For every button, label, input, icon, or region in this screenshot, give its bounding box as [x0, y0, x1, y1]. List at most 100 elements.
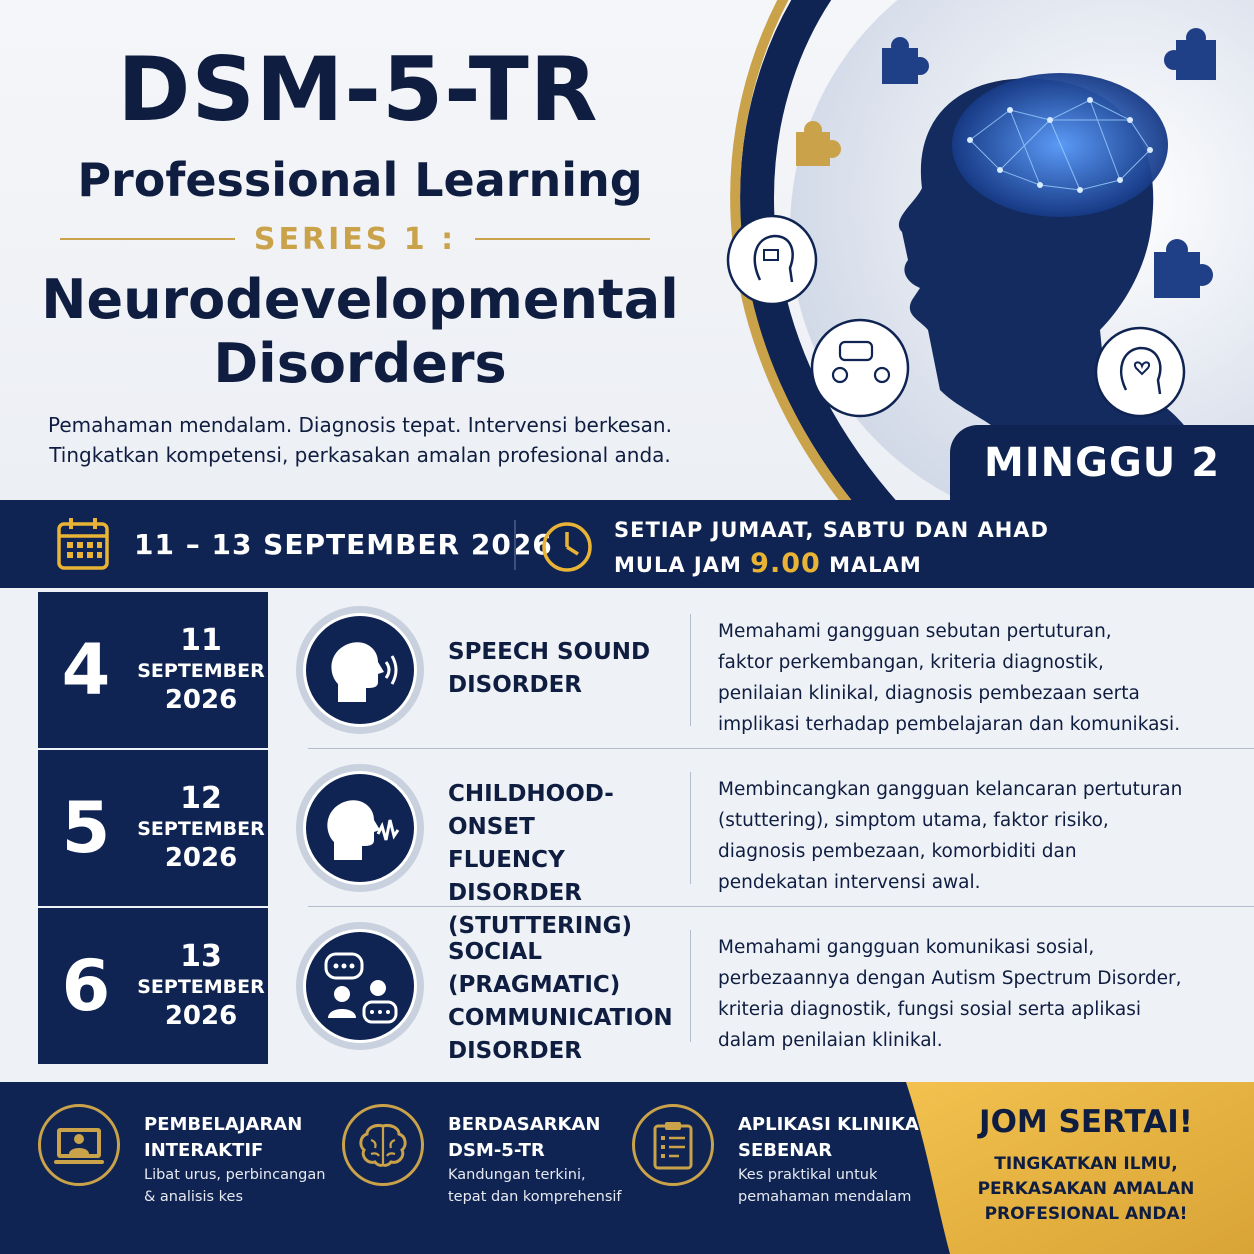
feature-text-line: pemahaman mendalam [738, 1189, 912, 1205]
sessions-section: 4 11 SEPTEMBER 2026 SPEECH SOUND DISORDE… [0, 588, 1254, 1082]
child-brain-illustration [726, 0, 1254, 500]
session-month: SEPTEMBER [137, 660, 265, 682]
session-row: 4 11 SEPTEMBER 2026 SPEECH SOUND DISORDE… [38, 592, 1254, 749]
feature-heading-line: PEMBELAJARAN [144, 1114, 303, 1135]
session-title-line: DISORDER [448, 1038, 582, 1064]
feature-icon-frame [632, 1104, 714, 1186]
tagline-line-2: Tingkatkan kompetensi, perkasakan amalan… [49, 443, 671, 467]
session-separator [308, 748, 1254, 749]
hero-section: DSM-5-TR Professional Learning SERIES 1 … [0, 0, 1254, 500]
session-date: 11 SEPTEMBER 2026 [134, 592, 268, 748]
cta-panel [906, 1082, 1254, 1254]
session-icon-frame [296, 606, 424, 734]
session-description: Memahami gangguan sebutan pertuturan, fa… [718, 616, 1218, 740]
speech-head-icon [331, 642, 398, 702]
schedule-bar [0, 500, 1254, 588]
session-title-line: FLUENCY DISORDER [448, 847, 582, 906]
schedule-time-highlight: 9.00 [750, 548, 821, 579]
page-subtitle: Professional Learning [77, 153, 643, 207]
session-year: 2026 [164, 1001, 238, 1031]
series-label: SERIES 1 : [253, 222, 457, 257]
session-month: SEPTEMBER [137, 976, 265, 998]
event-dates: 11 – 13 SEPTEMBER 2026 [134, 528, 553, 561]
cta-text: TINGKATKAN ILMU, PERKASAKAN AMALAN PROFE… [936, 1152, 1236, 1227]
feature-text-line: Kes praktikal untuk [738, 1167, 878, 1183]
session-day: 13 [180, 939, 222, 974]
session-year: 2026 [164, 685, 238, 715]
session-description-line: faktor perkembangan, kriteria diagnostik… [718, 652, 1104, 673]
feature-icon-frame [38, 1104, 120, 1186]
online-learning-icon [54, 1128, 104, 1164]
week-badge: MINGGU 2 [950, 425, 1254, 500]
session-description-line: pendekatan intervensi awal. [718, 872, 981, 893]
session-date: 13 SEPTEMBER 2026 [134, 908, 268, 1064]
schedule-divider [514, 520, 516, 570]
feature-dsm-based: BERDASARKAN DSM-5-TR Kandungan terkini, … [342, 1104, 622, 1234]
session-year: 2026 [164, 843, 238, 873]
feature-heading-line: SEBENAR [738, 1140, 833, 1161]
session-title-line: (STUTTERING) [448, 913, 632, 939]
session-number: 5 [38, 750, 134, 906]
session-title-line: SOCIAL (PRAGMATIC) [448, 939, 621, 998]
session-divider [690, 930, 691, 1042]
session-title: SPEECH SOUND DISORDER [448, 636, 688, 702]
session-row: 6 13 SEPTEMBER 2026 SOCIAL (PRAGMATIC) C… [38, 908, 1226, 1064]
session-description-line: implikasi terhadap pembelajaran dan komu… [718, 714, 1181, 735]
session-number: 4 [38, 592, 134, 748]
session-icon-frame [296, 922, 424, 1050]
session-description-line: Memahami gangguan sebutan pertuturan, [718, 621, 1112, 642]
session-divider [690, 772, 691, 884]
stutter-head-icon [327, 800, 400, 860]
session-description-line: Membincangkan gangguan kelancaran pertut… [718, 779, 1183, 800]
calendar-icon [57, 518, 109, 570]
puzzle-piece-icon [882, 28, 1216, 298]
schedule-time: MULA JAM 9.00 MALAM [614, 548, 922, 579]
feature-text: Libat urus, perbincangan & analisis kes [144, 1164, 344, 1208]
clock-icon [542, 522, 592, 572]
session-description-line: perbezaannya dengan Autism Spectrum Diso… [718, 968, 1182, 989]
feature-heading-line: APLIKASI KLINIKAL [738, 1114, 931, 1135]
page-title: DSM-5-TR [117, 38, 599, 141]
session-description: Membincangkan gangguan kelancaran pertut… [718, 774, 1218, 898]
session-description-line: Memahami gangguan komunikasi sosial, [718, 937, 1095, 958]
feature-text-line: tepat dan komprehensif [448, 1189, 622, 1205]
tagline: Pemahaman mendalam. Diagnosis tepat. Int… [40, 410, 680, 470]
feature-heading: APLIKASI KLINIKAL SEBENAR [738, 1112, 938, 1164]
feature-clinical: APLIKASI KLINIKAL SEBENAR Kes praktikal … [632, 1104, 930, 1234]
topic-title: Neurodevelopmental Disorders [40, 268, 680, 396]
feature-heading: BERDASARKAN DSM-5-TR [448, 1112, 648, 1164]
feature-heading-line: BERDASARKAN [448, 1114, 601, 1135]
schedule-time-prefix: MULA JAM [614, 553, 751, 577]
session-title: SOCIAL (PRAGMATIC) COMMUNICATION DISORDE… [448, 936, 688, 1068]
feature-text: Kes praktikal untuk pemahaman mendalam [738, 1164, 938, 1208]
feature-heading: PEMBELAJARAN INTERAKTIF [144, 1112, 344, 1164]
feature-interactive: PEMBELAJARAN INTERAKTIF Libat urus, perb… [38, 1104, 325, 1234]
session-description-line: dalam penilaian klinikal. [718, 1030, 943, 1051]
session-title-line: SPEECH SOUND [448, 639, 651, 665]
brain-icon [359, 1124, 407, 1167]
feature-text-line: Kandungan terkini, [448, 1167, 586, 1183]
series-divider-right [475, 238, 650, 240]
tagline-line-1: Pemahaman mendalam. Diagnosis tepat. Int… [48, 413, 672, 437]
session-month: SEPTEMBER [137, 818, 265, 840]
session-description-line: (stuttering), simptom utama, faktor risi… [718, 810, 1109, 831]
feature-text: Kandungan terkini, tepat dan komprehensi… [448, 1164, 648, 1208]
feature-text-line: Libat urus, perbincangan [144, 1167, 326, 1183]
session-row: 5 12 SEPTEMBER 2026 CHILDHOOD-ONSET FLUE… [38, 750, 1254, 939]
cta-text-line: TINGKATKAN ILMU, [994, 1154, 1178, 1174]
cta-title: JOM SERTAI! [979, 1104, 1193, 1140]
session-icon-frame [296, 764, 424, 892]
clipboard-icon [653, 1122, 693, 1170]
session-title-line: DISORDER [448, 672, 582, 698]
topic-line-1: Neurodevelopmental [41, 268, 679, 331]
feature-text-line: & analisis kes [144, 1189, 244, 1205]
session-divider [690, 614, 691, 726]
session-title-line: COMMUNICATION [448, 1005, 673, 1031]
feature-icon-frame [342, 1104, 424, 1186]
feature-heading-line: DSM-5-TR [448, 1140, 545, 1161]
cta-text-line: PERKASAKAN AMALAN [977, 1179, 1195, 1199]
feature-heading-line: INTERAKTIF [144, 1140, 264, 1161]
session-day: 12 [180, 781, 222, 816]
session-description-line: kriteria diagnostik, fungsi sosial serta… [718, 999, 1141, 1020]
session-title-line: CHILDHOOD-ONSET [448, 781, 614, 840]
